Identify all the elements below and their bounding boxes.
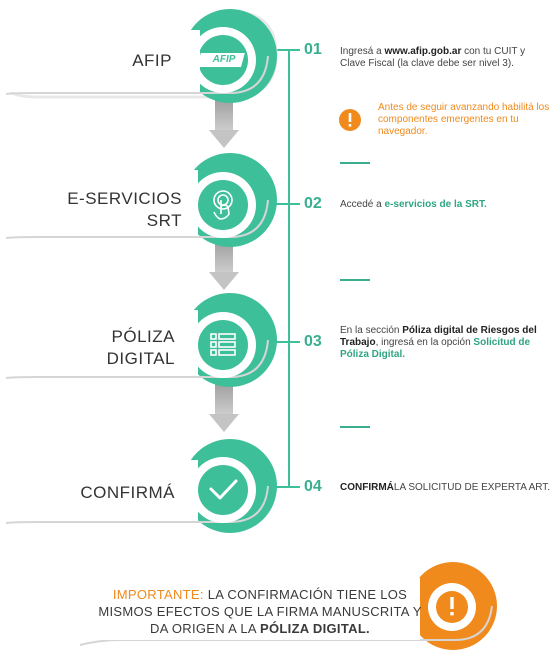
important-bubble xyxy=(79,562,497,650)
step-label-eservicios: E-SERVICIOS SRT xyxy=(67,189,182,230)
label-card-3 xyxy=(0,310,198,376)
afip-logo-text: AFIP xyxy=(212,54,236,65)
check-icon xyxy=(209,479,238,500)
separator-1 xyxy=(340,162,370,164)
step-bubble-1 xyxy=(5,9,278,103)
step-label-afip: AFIP xyxy=(132,51,172,70)
label-card-1 xyxy=(0,30,200,92)
afip-logo-icon xyxy=(197,53,245,67)
arrow-down-2 xyxy=(209,238,239,290)
step-number-04: 04 xyxy=(304,478,322,495)
arrow-down-3 xyxy=(209,380,239,432)
step-label-poliza: PÓLIZA DIGITAL xyxy=(106,327,175,368)
step-description-04: CONFIRMÁLA SOLICITUD DE EXPERTA ART. xyxy=(340,482,551,493)
important-note: IMPORTANTE: LA CONFIRMACIÓN TIENE LOS MI… xyxy=(98,587,422,636)
step-bubble-3 xyxy=(5,293,277,387)
list-icon xyxy=(210,333,236,356)
label-card-2 xyxy=(0,170,198,236)
step-description-02: Accedé a e-servicios de la SRT. xyxy=(340,199,487,210)
step-number-03: 03 xyxy=(304,333,322,350)
arrow-down-1 xyxy=(209,96,239,148)
step-number-02: 02 xyxy=(304,195,322,212)
step-label-confirma: CONFIRMÁ xyxy=(80,483,175,502)
separator-3 xyxy=(340,426,370,428)
step-description-01: Ingresá a www.afip.gob.ar con tu CUIT y … xyxy=(340,46,526,69)
label-card-4 xyxy=(0,460,198,521)
touch-icon xyxy=(213,190,233,220)
warning-text: Antes de seguir avanzando habilitá los c… xyxy=(378,102,550,137)
separator-2 xyxy=(340,279,370,281)
warning-icon xyxy=(339,109,361,131)
step-number-01: 01 xyxy=(304,41,322,58)
step-description-03: En la sección Póliza digital de Riesgos … xyxy=(340,325,537,360)
